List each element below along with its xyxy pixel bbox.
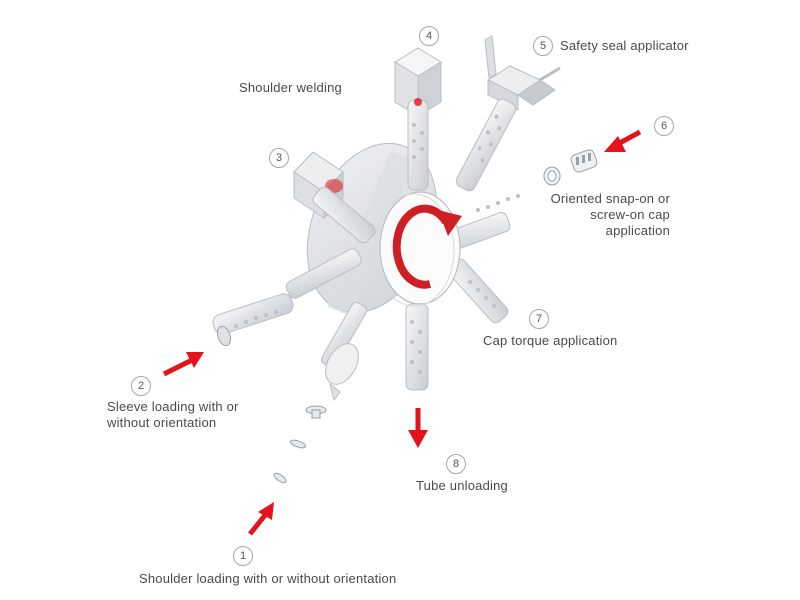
station-label-1: Shoulder loading with or without orienta… [139,571,397,586]
rotation-icon [392,204,462,289]
station-label-5: Safety seal applicator [560,38,689,53]
station-label-2: Sleeve loading with or without orientati… [107,399,239,431]
station-4-unit [394,47,442,191]
station-label-2-line-1: Sleeve loading with or [107,399,239,414]
station-number-7: 7 [529,309,549,329]
station-number-1: 1 [233,546,253,566]
station-label-6: Oriented snap-on or screw-on cap applica… [548,191,670,239]
station-label-2-line-2: without orientation [107,415,217,430]
cap-parts [543,149,598,186]
station-label-6-line-3: application [605,223,670,238]
shoulder-parts [273,405,327,484]
station-1-arm [320,302,368,402]
station-number-4: 4 [419,26,439,46]
station-number-5: 5 [533,36,553,56]
station-label-3: Shoulder welding [239,80,342,95]
station-label-6-line-1: Oriented snap-on or [550,191,670,206]
station-number-3: 3 [269,148,289,168]
arrow-station-2-icon [162,352,204,377]
station-label-6-line-2: screw-on cap [590,207,670,222]
station-5-unit [455,35,561,192]
station-2-arm [212,248,362,347]
arrow-station-8-icon [408,408,428,448]
station-label-8: Tube unloading [416,478,508,493]
station-label-7: Cap torque application [483,333,618,348]
station-8-arm [405,303,429,391]
station-number-2: 2 [131,376,151,396]
arrow-station-1-icon [248,502,274,536]
station-number-6: 6 [654,116,674,136]
arrow-station-6-icon [604,129,642,152]
station-3-unit [293,151,376,244]
station-number-8: 8 [446,454,466,474]
